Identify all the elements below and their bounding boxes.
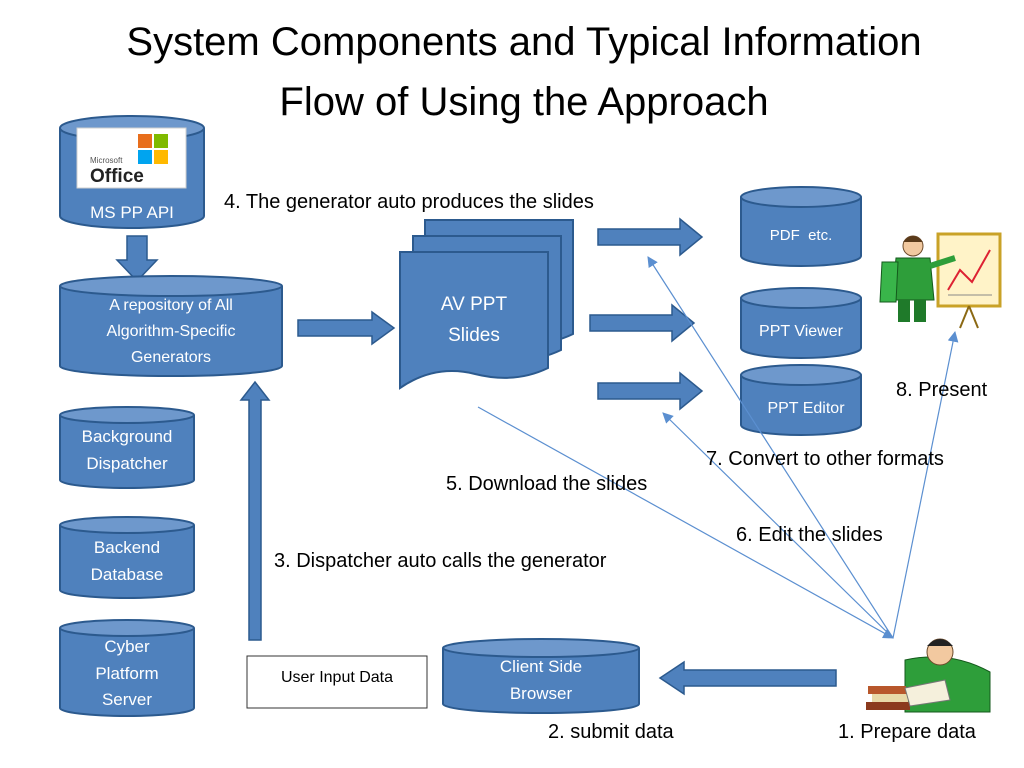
flow-line-present xyxy=(892,330,959,639)
cyber-platform-line1: Cyber xyxy=(104,637,150,656)
ppt-editor-cylinder: PPT Editor xyxy=(740,364,862,436)
step-6-label: 6. Edit the slides xyxy=(736,524,883,546)
client-browser-line2: Browser xyxy=(510,684,573,703)
backend-database-cylinder: Backend Database xyxy=(59,516,195,599)
repository-label-line3: Generators xyxy=(131,349,211,366)
slide-title-line2: Flow of Using the Approach xyxy=(279,80,768,124)
person-reading-icon xyxy=(866,638,991,713)
user-input-data-box xyxy=(246,655,428,709)
pdf-cylinder: PDF etc. xyxy=(740,186,862,267)
ppt-viewer-cylinder: PPT Viewer xyxy=(740,287,862,359)
ms-pp-api-cylinder: Microsoft Office MS PP API xyxy=(59,115,205,229)
user-input-data-label: User Input Data xyxy=(281,669,393,686)
slide-title-line1: System Components and Typical Informatio… xyxy=(126,20,921,64)
backend-database-line1: Backend xyxy=(94,538,160,557)
flow-line-download xyxy=(477,406,894,639)
background-dispatcher-line2: Dispatcher xyxy=(86,454,168,473)
ppt-viewer-label: PPT Viewer xyxy=(759,323,844,340)
step-3-label: 3. Dispatcher auto calls the generator xyxy=(274,550,607,572)
flow-line-edit xyxy=(662,412,894,639)
office-logo-icon: Microsoft Office xyxy=(76,127,187,189)
step-4-label: 4. The generator auto produces the slide… xyxy=(224,191,594,213)
flow-line-convert xyxy=(647,256,894,639)
background-dispatcher-cylinder: Background Dispatcher xyxy=(59,406,195,489)
client-browser-cylinder: Client Side Browser xyxy=(442,638,640,714)
av-ppt-slides-line1: AV PPT xyxy=(441,294,508,315)
step-8-label: 8. Present xyxy=(896,379,988,401)
logo-brand: Microsoft xyxy=(90,156,123,165)
dispatcher-to-repo-arrow xyxy=(239,380,271,641)
step-2-label: 2. submit data xyxy=(548,721,675,743)
repository-cylinder: A repository of All Algorithm-Specific G… xyxy=(59,275,283,377)
slides-to-pdf-arrow xyxy=(597,217,704,257)
repository-label-line1: A repository of All xyxy=(109,297,233,314)
logo-product: Office xyxy=(90,166,144,187)
step-1-label: 1. Prepare data xyxy=(838,721,977,743)
background-dispatcher-line1: Background xyxy=(82,427,173,446)
repo-to-slides-arrow xyxy=(297,310,396,346)
cyber-platform-cylinder: Cyber Platform Server xyxy=(59,619,195,717)
cyber-platform-line3: Server xyxy=(102,690,152,709)
av-ppt-slides-line2: Slides xyxy=(448,325,500,346)
backend-database-line2: Database xyxy=(91,565,164,584)
cyber-platform-line2: Platform xyxy=(95,664,158,683)
step-7-label: 7. Convert to other formats xyxy=(706,448,944,470)
client-browser-line1: Client Side xyxy=(500,657,582,676)
av-ppt-slides-stack: AV PPT Slides xyxy=(399,219,574,390)
api-to-repo-arrow xyxy=(115,235,159,283)
ppt-editor-label: PPT Editor xyxy=(767,400,845,417)
step-5-label: 5. Download the slides xyxy=(446,473,647,495)
repository-label-line2: Algorithm-Specific xyxy=(107,323,236,340)
slides-to-viewer-arrow xyxy=(589,303,696,343)
presenter-icon xyxy=(879,232,1002,329)
pdf-label: PDF etc. xyxy=(770,227,833,244)
slides-to-editor-arrow xyxy=(597,371,704,411)
ms-pp-api-label: MS PP API xyxy=(90,203,174,222)
person-to-browser-arrow xyxy=(658,660,837,696)
